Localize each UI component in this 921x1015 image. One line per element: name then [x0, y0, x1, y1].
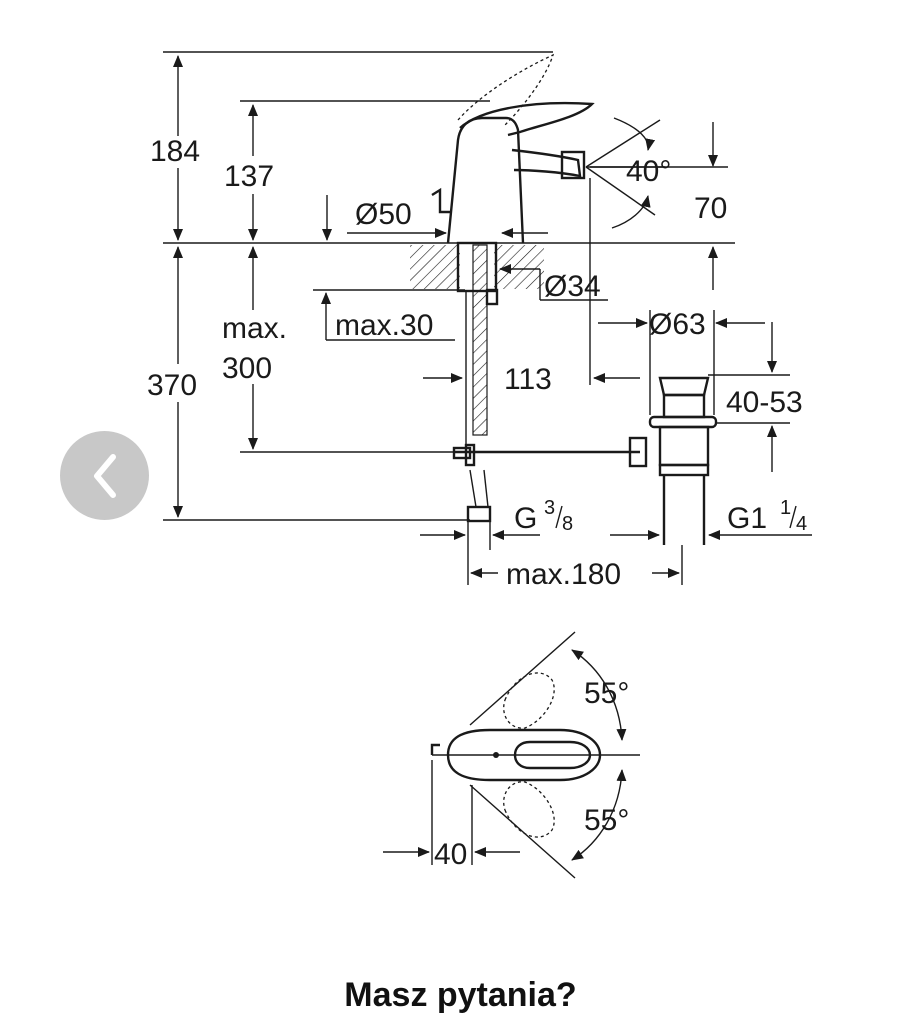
dim-label-max: max.	[222, 312, 287, 345]
waste-upper-body	[662, 393, 706, 419]
dim-label-55-upper: 55°	[584, 677, 629, 710]
rod-clamp	[452, 446, 472, 460]
hose-lower	[469, 469, 477, 508]
dim-label-137: 137	[224, 160, 274, 193]
shank-nut	[485, 288, 499, 306]
popup-rod	[431, 187, 450, 214]
top-pivot	[493, 752, 499, 758]
waste-flange	[648, 415, 718, 429]
angle-arc-lower	[571, 769, 627, 861]
hose-lower-2	[483, 469, 489, 508]
faucet-lever	[459, 101, 595, 137]
dim-label-63: Ø63	[649, 308, 706, 341]
waste-lower-body	[658, 425, 710, 467]
questions-heading: Masz pytania?	[344, 976, 577, 1014]
dim-label-34: Ø34	[544, 270, 601, 303]
dim-label-max30: max.30	[335, 309, 433, 342]
dim-label-113: 113	[504, 363, 552, 396]
side-view: 184 137 370 max. 300 max.30 Ø50	[147, 51, 812, 591]
waste-cap	[658, 376, 710, 397]
back-button[interactable]	[60, 431, 149, 520]
dim-label-300: 300	[222, 352, 272, 385]
dim-label-g-num: 3	[544, 497, 555, 519]
dim-label-70: 70	[694, 192, 727, 225]
counter-hatch-right	[494, 245, 544, 289]
rod-connector	[464, 443, 476, 467]
angle-arc-upper	[571, 649, 627, 741]
dim-label-370: 370	[147, 369, 197, 402]
swing-line-lower	[469, 784, 576, 879]
top-faucet-body	[446, 728, 602, 782]
faucet-body	[446, 116, 525, 244]
angle-arc-bottom	[611, 195, 651, 229]
chevron-left-icon	[93, 453, 116, 498]
dim-label-g-den: 8	[562, 513, 573, 535]
waste-knuckle	[628, 436, 648, 468]
angle-ray-top	[585, 119, 661, 168]
faucet-spout	[511, 148, 582, 178]
lever-ghost-position	[457, 53, 555, 126]
dim-label-g1-den: 4	[796, 513, 807, 535]
dim-label-4053: 40-53	[726, 386, 803, 419]
dim-label-40deg: 40°	[626, 155, 671, 188]
top-ghost-lower	[503, 781, 555, 838]
dim-label-g1: G1	[727, 502, 767, 535]
dim-label-40: 40	[434, 838, 467, 871]
dim-label-g1-num: 1	[780, 497, 791, 519]
angle-arc-top	[613, 117, 656, 151]
dim-label-g: G	[514, 502, 537, 535]
hose-end-nut	[466, 505, 492, 523]
swing-line-upper	[469, 631, 576, 726]
hose-braided	[472, 244, 488, 436]
fraction-slash-g38	[555, 505, 563, 529]
top-lever-grip	[513, 740, 592, 770]
dim-label-184: 184	[150, 135, 200, 168]
top-ghost-upper	[503, 672, 555, 729]
top-popup-rod	[430, 743, 440, 755]
spout-nozzle	[560, 150, 586, 180]
waste-nut	[658, 463, 710, 477]
counter-hatch-left	[410, 245, 460, 289]
fraction-slash-g114	[789, 505, 797, 529]
dim-label-55-lower: 55°	[584, 804, 629, 837]
dim-label-50: Ø50	[355, 198, 412, 231]
top-view: 55° 55° 40	[383, 631, 640, 879]
dim-label-180: max.180	[506, 558, 621, 591]
